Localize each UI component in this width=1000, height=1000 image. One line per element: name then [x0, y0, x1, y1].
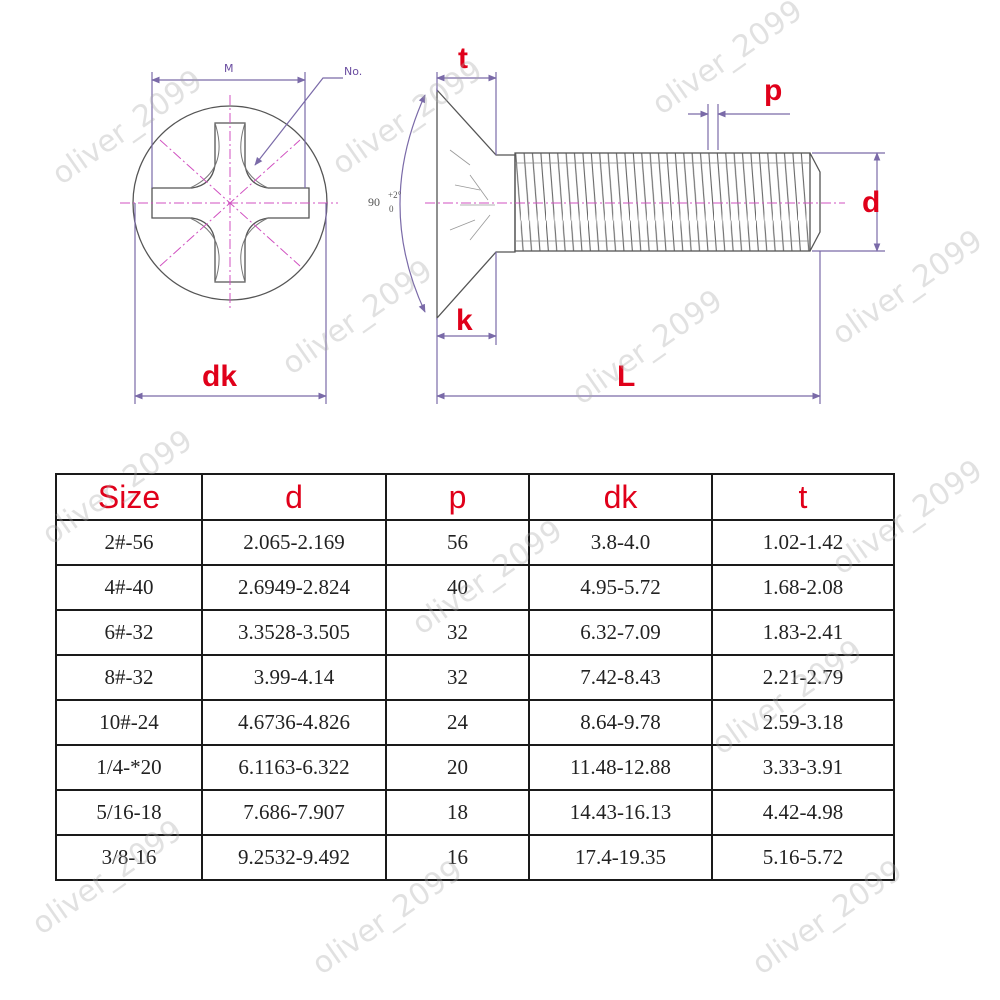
cell-size: 1/4-*20 [55, 744, 203, 791]
cell-p: 16 [385, 834, 530, 881]
p-label: p [764, 74, 782, 107]
k-label: k [456, 304, 473, 337]
t-label: t [458, 42, 468, 75]
cell-dk: 17.4-19.35 [528, 834, 713, 881]
dk-label: dk [202, 360, 237, 393]
cell-d: 2.065-2.169 [201, 519, 387, 566]
cell-t: 1.83-2.41 [711, 609, 895, 656]
header-d: d [201, 473, 387, 521]
table-row: 1/4-*20 6.1163-6.322 20 11.48-12.88 3.33… [55, 744, 895, 791]
cell-dk: 14.43-16.13 [528, 789, 713, 836]
countersunk-head [436, 88, 516, 320]
cell-p: 32 [385, 654, 530, 701]
header-p: p [385, 473, 530, 521]
cell-t: 1.02-1.42 [711, 519, 895, 566]
cell-size: 5/16-18 [55, 789, 203, 836]
cell-d: 6.1163-6.322 [201, 744, 387, 791]
cell-p: 18 [385, 789, 530, 836]
table-row: 5/16-18 7.686-7.907 18 14.43-16.13 4.42-… [55, 789, 895, 836]
cell-d: 2.6949-2.824 [201, 564, 387, 611]
cell-d: 7.686-7.907 [201, 789, 387, 836]
angle-tolerance-upper: +2° [388, 190, 402, 200]
cell-dk: 6.32-7.09 [528, 609, 713, 656]
cell-size: 6#-32 [55, 609, 203, 656]
cell-t: 1.68-2.08 [711, 564, 895, 611]
l-label: L [617, 360, 635, 393]
cell-p: 24 [385, 699, 530, 746]
cell-size: 2#-56 [55, 519, 203, 566]
cell-p: 20 [385, 744, 530, 791]
table-row: 8#-32 3.99-4.14 32 7.42-8.43 2.21-2.79 [55, 654, 895, 701]
header-size: Size [55, 473, 203, 521]
cell-size: 4#-40 [55, 564, 203, 611]
table-row: 2#-56 2.065-2.169 56 3.8-4.0 1.02-1.42 [55, 519, 895, 566]
table-row: 10#-24 4.6736-4.826 24 8.64-9.78 2.59-3.… [55, 699, 895, 746]
no-label: No. [344, 65, 362, 78]
cell-d: 3.99-4.14 [201, 654, 387, 701]
cell-t: 2.21-2.79 [711, 654, 895, 701]
d-label: d [862, 186, 880, 219]
cell-t: 3.33-3.91 [711, 744, 895, 791]
cell-p: 40 [385, 564, 530, 611]
screw-spec-table: Size d p dk t 2#-56 2.065-2.169 56 3.8-4… [55, 473, 895, 881]
cell-dk: 4.95-5.72 [528, 564, 713, 611]
cell-p: 56 [385, 519, 530, 566]
screw-side-view: 90 +2° 0 t k p d L [368, 42, 885, 404]
cell-dk: 3.8-4.0 [528, 519, 713, 566]
cell-t: 5.16-5.72 [711, 834, 895, 881]
cell-p: 32 [385, 609, 530, 656]
table-row: 3/8-16 9.2532-9.492 16 17.4-19.35 5.16-5… [55, 834, 895, 881]
cell-d: 9.2532-9.492 [201, 834, 387, 881]
cell-d: 3.3528-3.505 [201, 609, 387, 656]
threaded-shank [514, 152, 811, 252]
angle-label: 90 [368, 195, 380, 209]
screw-technical-drawing: M No. dk 90 +2° 0 t k [120, 42, 885, 404]
m-label: M [224, 62, 234, 75]
header-dk: dk [528, 473, 713, 521]
table-row: 6#-32 3.3528-3.505 32 6.32-7.09 1.83-2.4… [55, 609, 895, 656]
cell-dk: 7.42-8.43 [528, 654, 713, 701]
table-header-row: Size d p dk t [55, 473, 895, 521]
cell-t: 2.59-3.18 [711, 699, 895, 746]
cell-dk: 11.48-12.88 [528, 744, 713, 791]
cell-size: 3/8-16 [55, 834, 203, 881]
cell-d: 4.6736-4.826 [201, 699, 387, 746]
header-t: t [711, 473, 895, 521]
angle-tolerance-lower: 0 [389, 204, 394, 214]
table-row: 4#-40 2.6949-2.824 40 4.95-5.72 1.68-2.0… [55, 564, 895, 611]
cell-dk: 8.64-9.78 [528, 699, 713, 746]
cell-t: 4.42-4.98 [711, 789, 895, 836]
head-top-view: M No. dk [120, 62, 362, 404]
cell-size: 8#-32 [55, 654, 203, 701]
cell-size: 10#-24 [55, 699, 203, 746]
